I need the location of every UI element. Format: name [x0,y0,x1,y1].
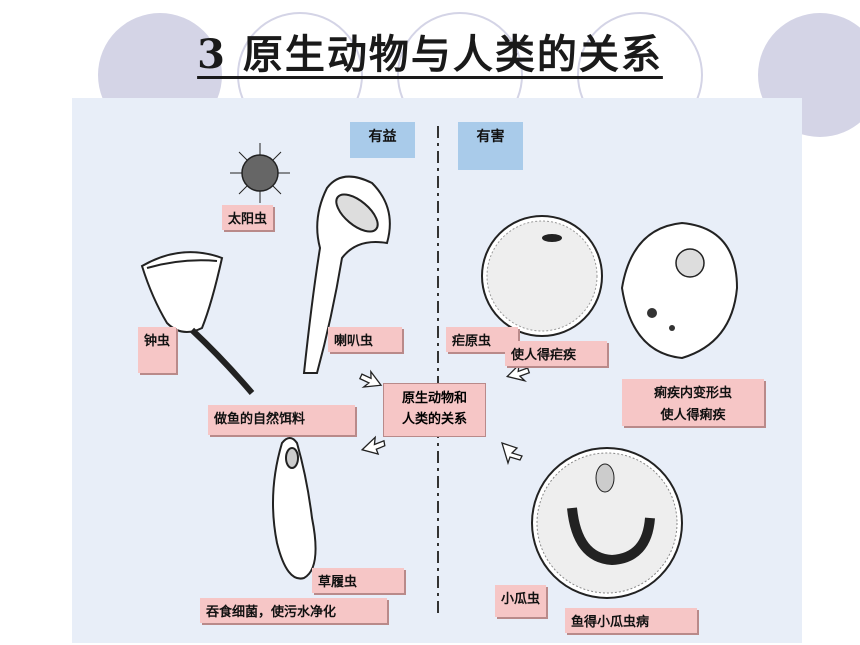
center-line-1: 原生动物和 [401,391,467,406]
center-line-2: 人类的关系 [401,412,467,427]
ichthyophthirius-drawing [531,447,683,599]
header-beneficial: 有益 [350,122,415,158]
label-amoeba-role: 使人得痢疾 [622,401,764,426]
protozoa-illustrations [140,126,739,618]
amoeba-drawing [620,221,739,360]
plasmodium-drawing [481,215,603,337]
stentor-drawing [302,175,391,374]
heliozoa-drawing [230,143,290,203]
label-paramecium-role: 吞食细菌，使污水净化 [200,598,387,623]
label-ichthyophthirius: 小瓜虫 [495,585,547,617]
vorticella-drawing [140,251,255,395]
header-harmful: 有害 [458,122,523,170]
page-title: 3 原生动物与人类的关系 [197,31,663,78]
arrows [358,362,531,466]
label-malaria: 使人得疟疾 [505,341,607,366]
label-vorticella: 钟虫 [138,327,177,373]
label-fish-food: 做鱼的自然饵料 [208,405,355,435]
label-amoeba: 痢疾内变形虫 [622,379,764,404]
paramecium-drawing [272,437,317,580]
center-topic-box: 原生动物和 人类的关系 [383,383,486,437]
label-ich-disease: 鱼得小瓜虫病 [565,608,697,633]
label-paramecium: 草履虫 [312,568,404,593]
label-heliozoa: 太阳虫 [222,205,274,230]
label-stentor: 喇叭虫 [328,327,402,352]
